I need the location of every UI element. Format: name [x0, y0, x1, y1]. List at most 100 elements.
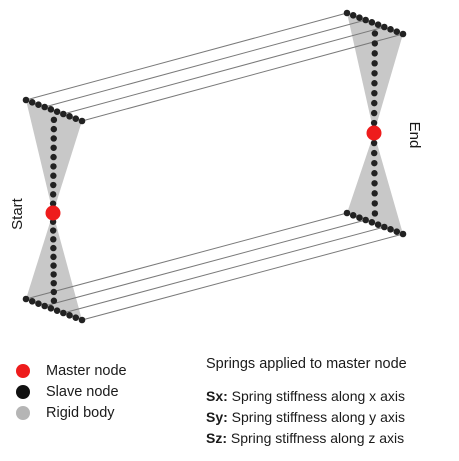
master-node-start: [45, 205, 61, 221]
slave-node-end-lower-chain-8: [370, 139, 378, 147]
spring-row-sy: Sy: Spring stiffness along y axis: [206, 407, 407, 428]
slave-node-end-lower-chain-7: [371, 149, 378, 157]
slave-node-start-bottom-10: [78, 316, 86, 324]
rigid-body-icon: [16, 405, 30, 420]
slave-node-end-lower-chain-5: [371, 170, 378, 177]
slave-node-end-bottom-1: [343, 209, 351, 217]
legend-item-slave: Slave node: [16, 381, 127, 402]
slave-node-end-bottom-9: [393, 228, 401, 235]
slave-node-end-bottom-5: [368, 219, 376, 226]
slave-node-end-upper-chain-7: [371, 89, 378, 97]
slave-node-start-bottom-1: [22, 295, 30, 303]
legend-label-rigid: Rigid body: [46, 404, 115, 421]
slave-node-end-upper-chain-3: [371, 50, 378, 57]
master-node-icon: [16, 363, 30, 378]
connecting-line-top-2: [44, 19, 366, 108]
slave-node-start-top-5: [47, 106, 55, 113]
slave-node-end-top-4: [362, 16, 369, 24]
legend-label-slave: Slave node: [46, 383, 119, 400]
nodes: [22, 9, 407, 324]
slave-node-start-upper-chain-7: [50, 172, 57, 179]
spring-prefix-sz: Sz:: [206, 430, 227, 446]
slave-node-start-lower-chain-1: [50, 297, 58, 304]
slave-node-end-top-2: [349, 12, 357, 19]
start-label: Start: [9, 197, 26, 230]
slave-node-start-bottom-8: [66, 312, 73, 319]
slave-node-start-upper-chain-8: [50, 181, 57, 189]
slave-node-end-bottom-10: [399, 230, 407, 238]
slave-node-start-upper-chain-3: [50, 135, 57, 142]
springs-heading: Springs applied to master node: [206, 356, 407, 372]
slave-node-start-top-2: [28, 99, 36, 106]
spring-text-sy: Spring stiffness along y axis: [227, 409, 405, 425]
end-label: End: [406, 122, 423, 149]
connecting-line-top-3: [63, 26, 385, 115]
slave-node-end-upper-chain-9: [370, 109, 378, 117]
slave-node-end-top-6: [374, 21, 382, 28]
connecting-line-bottom-4: [81, 233, 404, 321]
legend: Master node Slave node Rigid body: [16, 360, 127, 423]
slave-node-start-upper-chain-9: [49, 191, 57, 198]
connecting-line-bottom-2: [44, 219, 366, 307]
springs-panel: Springs applied to master node Sx: Sprin…: [206, 356, 407, 449]
slave-node-end-upper-chain-1: [371, 30, 379, 37]
slave-node-end-lower-chain-3: [371, 190, 378, 197]
slave-node-start-upper-chain-5: [50, 153, 57, 161]
slave-node-end-bottom-6: [374, 221, 382, 228]
slave-node-start-top-4: [41, 103, 48, 111]
slave-node-end-bottom-3: [356, 214, 363, 221]
connecting-line-top-4: [81, 33, 404, 122]
slave-node-end-top-9: [393, 28, 401, 35]
slave-node-start-lower-chain-5: [50, 262, 57, 269]
slave-node-start-upper-chain-2: [50, 125, 58, 133]
slave-node-start-lower-chain-7: [50, 244, 57, 252]
slave-node-end-lower-chain-6: [371, 159, 378, 167]
slave-node-end-top-7: [381, 23, 388, 31]
slave-node-start-bottom-9: [72, 314, 80, 321]
slave-node-start-top-9: [72, 115, 80, 122]
slave-node-start-lower-chain-2: [50, 288, 58, 296]
slave-node-end-upper-chain-8: [371, 99, 378, 107]
connecting-lines: [25, 12, 404, 321]
slave-node-end-bottom-8: [387, 226, 394, 233]
slave-node-start-upper-chain-4: [50, 144, 57, 151]
slave-node-start-top-1: [22, 96, 30, 104]
slave-node-start-upper-chain-6: [50, 163, 57, 170]
slave-node-start-bottom-4: [41, 302, 48, 310]
slave-node-start-bottom-2: [28, 298, 36, 305]
slave-node-end-upper-chain-10: [370, 119, 378, 127]
slave-node-end-bottom-7: [381, 223, 388, 231]
slave-node-start-lower-chain-9: [49, 227, 57, 234]
slave-node-end-lower-chain-2: [371, 200, 378, 207]
legend-label-master: Master node: [46, 362, 127, 379]
slave-node-end-upper-chain-6: [371, 80, 378, 87]
master-node-end: [366, 125, 382, 141]
slave-node-start-lower-chain-4: [50, 271, 57, 278]
spring-prefix-sx: Sx:: [206, 388, 228, 404]
slave-node-start-top-3: [35, 101, 42, 108]
slave-node-end-top-1: [343, 9, 351, 17]
spring-text-sz: Spring stiffness along z axis: [227, 430, 405, 446]
slave-node-end-top-5: [368, 19, 376, 26]
slave-node-start-bottom-6: [53, 307, 61, 314]
rigid-bodies: [26, 13, 403, 320]
slave-node-start-lower-chain-3: [50, 279, 57, 287]
legend-item-rigid: Rigid body: [16, 402, 127, 423]
connecting-line-top-1: [25, 12, 348, 101]
slave-node-end-bottom-4: [362, 216, 369, 224]
slave-node-start-lower-chain-6: [50, 253, 57, 261]
spring-row-sz: Sz: Spring stiffness along z axis: [206, 428, 407, 449]
slave-node-end-upper-chain-2: [371, 40, 379, 47]
slave-node-end-top-10: [399, 30, 407, 38]
slave-node-end-bottom-2: [349, 212, 357, 219]
slave-node-start-bottom-5: [47, 305, 55, 312]
spring-row-sx: Sx: Spring stiffness along x axis: [206, 386, 407, 407]
legend-item-master: Master node: [16, 360, 127, 381]
slave-node-end-lower-chain-1: [371, 210, 379, 217]
slave-node-start-lower-chain-8: [50, 236, 57, 243]
slave-node-start-bottom-3: [35, 300, 42, 307]
slave-node-end-top-3: [356, 14, 363, 21]
slave-node-start-top-8: [66, 113, 73, 120]
slave-node-end-top-8: [387, 26, 394, 33]
spring-prefix-sy: Sy:: [206, 409, 228, 425]
